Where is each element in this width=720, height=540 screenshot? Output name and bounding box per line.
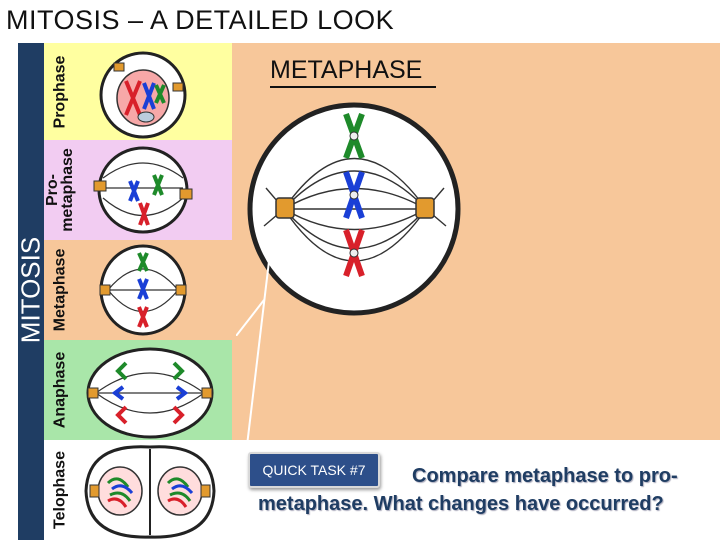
phase-title: METAPHASE (270, 56, 423, 84)
task-question: Compare metaphase to pro-metaphase. What… (258, 465, 678, 515)
label-metaphase: Metaphase (51, 248, 69, 332)
label-telophase: Telophase (51, 451, 69, 529)
quick-task-badge: QUICK TASK #7 (248, 452, 380, 488)
label-prometaphase: Pro-metaphase (44, 148, 76, 232)
anaphase-cell-thumb (86, 347, 214, 439)
mitosis-sidebar (18, 43, 44, 540)
prophase-cell-thumb (99, 51, 187, 139)
prometaphase-cell-thumb (93, 146, 193, 234)
callout-line (245, 236, 273, 455)
telophase-cell-thumb (84, 445, 216, 539)
phase-thumbnails (84, 51, 216, 539)
quick-task-label: QUICK TASK #7 (262, 462, 366, 478)
mitosis-label: MITOSIS (15, 236, 46, 344)
phase-title-underline (270, 86, 436, 88)
label-prometaphase-line: Pro- (44, 174, 61, 206)
metaphase-cell-diagram (236, 102, 461, 336)
metaphase-cell-thumb (99, 244, 187, 336)
label-prophase: Prophase (51, 55, 69, 129)
label-prometaphase-line: metaphase (59, 148, 76, 232)
page-title: MITOSIS – A DETAILED LOOK (6, 5, 395, 35)
label-anaphase: Anaphase (51, 351, 69, 429)
